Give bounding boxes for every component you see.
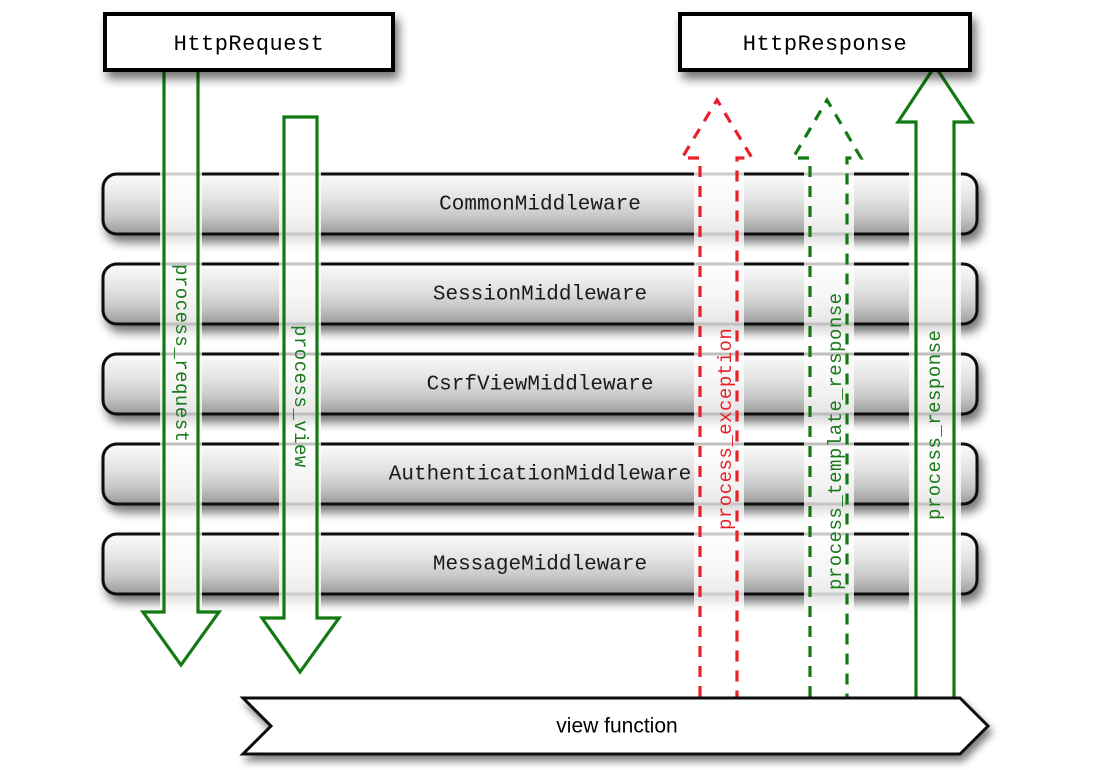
process-view-label: process_view bbox=[289, 325, 311, 468]
view-function-label: view function bbox=[556, 715, 677, 738]
middleware-bar bbox=[101, 262, 979, 326]
view-function-shape bbox=[239, 696, 991, 756]
middleware-row-message-middleware[interactable] bbox=[101, 532, 979, 596]
middleware-bar bbox=[101, 352, 979, 416]
process-request-label: process_request bbox=[170, 264, 192, 443]
endpoint-http-request[interactable]: HttpRequest bbox=[103, 12, 395, 72]
process-exception-label: process_exception bbox=[715, 328, 737, 530]
process-template-response-label: process_template_response bbox=[825, 292, 847, 590]
middleware-row-session-middleware[interactable] bbox=[101, 262, 979, 326]
middleware-label-common-middleware: CommonMiddleware bbox=[439, 194, 641, 217]
flow-process-view[interactable]: process_view bbox=[258, 115, 343, 675]
endpoint-http-response[interactable]: HttpResponse bbox=[678, 12, 972, 72]
middleware-bar bbox=[101, 532, 979, 596]
middleware-label-csrf-view-middleware: CsrfViewMiddleware bbox=[427, 374, 654, 397]
middleware-row-authentication-middleware[interactable] bbox=[101, 442, 979, 506]
middleware-label-authentication-middleware: AuthenticationMiddleware bbox=[389, 464, 691, 487]
middleware-label-session-middleware: SessionMiddleware bbox=[433, 284, 647, 307]
process-template-response-arrow bbox=[790, 96, 864, 697]
http-request-box bbox=[103, 12, 395, 72]
http-response-box bbox=[678, 12, 972, 72]
process-response-label: process_response bbox=[924, 330, 946, 520]
middleware-row-common-middleware[interactable] bbox=[101, 172, 979, 236]
lane-process-request bbox=[160, 160, 202, 610]
flow-process-exception[interactable]: process_exception bbox=[679, 96, 755, 697]
http-request-label: HttpRequest bbox=[174, 32, 325, 57]
middleware-bar bbox=[101, 442, 979, 506]
middleware-labels: CommonMiddleware SessionMiddleware CsrfV… bbox=[389, 194, 691, 577]
http-response-label: HttpResponse bbox=[743, 32, 907, 57]
process-view-arrow bbox=[258, 115, 343, 675]
process-request-arrow bbox=[139, 60, 223, 668]
lane-process-view bbox=[279, 160, 321, 610]
middleware-row-csrf-view-middleware[interactable] bbox=[101, 352, 979, 416]
middleware-stack bbox=[101, 172, 979, 596]
middleware-label-message-middleware: MessageMiddleware bbox=[433, 554, 647, 577]
process-exception-arrow bbox=[679, 96, 755, 697]
lane-process-response bbox=[909, 160, 961, 610]
flow-process-request[interactable]: process_request bbox=[139, 60, 223, 668]
view-function-node[interactable]: view function bbox=[239, 696, 991, 756]
middleware-bar bbox=[101, 172, 979, 236]
flow-process-template-response[interactable]: process_template_response bbox=[790, 96, 864, 697]
